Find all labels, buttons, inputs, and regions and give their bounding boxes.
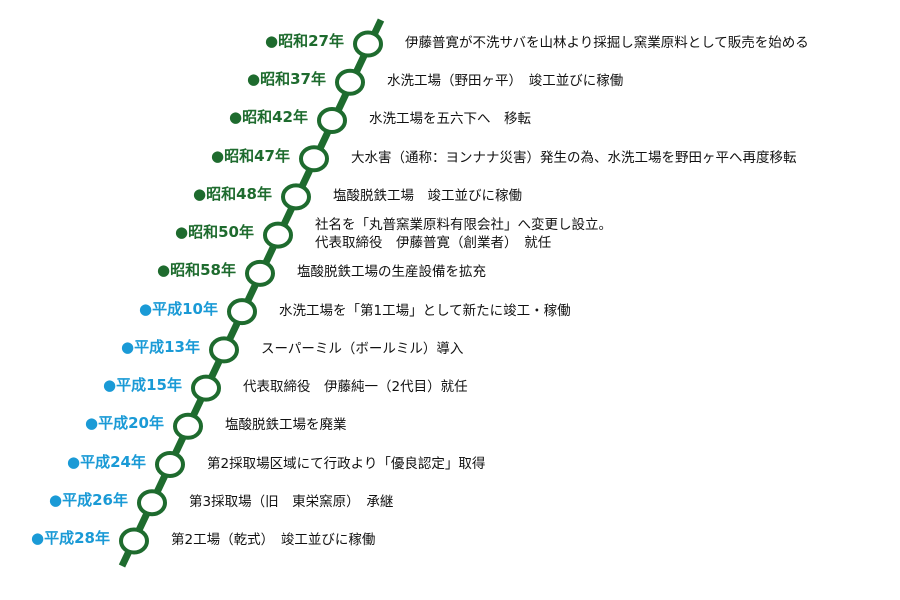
event-line: 第2採取場区域にて行政より「優良認定」取得 xyxy=(207,455,486,472)
event-description: 第2工場（乾式） 竣工並びに稼働 xyxy=(171,531,375,549)
year-label: ●昭和42年 xyxy=(229,108,308,126)
event-description: 第3採取場（旧 東栄窯原） 承継 xyxy=(189,493,393,511)
event-line: 伊藤普寛が不洗サバを山林より採掘し窯業原料として販売を始める xyxy=(405,35,809,51)
year-dot-icon: ● xyxy=(247,70,261,89)
event-description: 塩酸脱鉄工場 竣工並びに稼働 xyxy=(333,187,522,205)
event-line: 塩酸脱鉄工場の生産設備を拡充 xyxy=(297,264,486,281)
year-text: 昭和50年 xyxy=(188,223,254,242)
year-text: 平成13年 xyxy=(134,337,200,356)
event-line: 大水害（通称：ヨンナナ災害）発生の為、水洗工場を野田ヶ平へ再度移転 xyxy=(351,149,797,166)
year-text: 昭和27年 xyxy=(278,32,344,50)
timeline-node xyxy=(317,106,347,134)
year-text: 昭和58年 xyxy=(170,261,236,280)
year-label: ●昭和48年 xyxy=(193,185,272,203)
year-dot-icon: ● xyxy=(67,452,81,471)
event-description: スーパーミル（ボールミル）導入 xyxy=(261,340,463,358)
year-text: 昭和48年 xyxy=(206,184,272,203)
event-line: 塩酸脱鉄工場を廃業 xyxy=(225,417,347,434)
year-dot-icon: ● xyxy=(229,108,243,127)
event-description: 水洗工場を五六下へ 移転 xyxy=(369,110,531,128)
year-dot-icon: ● xyxy=(193,184,207,203)
year-label: ●平成26年 xyxy=(49,491,128,509)
year-text: 平成10年 xyxy=(152,299,218,318)
event-line: 社名を「丸普窯業原料有限会社」へ変更し設立。 xyxy=(315,217,612,234)
year-text: 平成15年 xyxy=(116,376,182,395)
year-label: ●平成24年 xyxy=(67,453,146,471)
event-line: 水洗工場を五六下へ 移転 xyxy=(369,111,531,128)
year-label: ●昭和37年 xyxy=(247,70,326,88)
year-label: ●平成13年 xyxy=(121,338,200,356)
event-line: 第2工場（乾式） 竣工並びに稼働 xyxy=(171,532,376,548)
year-text: 昭和37年 xyxy=(260,70,326,89)
year-label: ●平成10年 xyxy=(139,300,218,318)
year-label: ●昭和47年 xyxy=(211,147,290,165)
timeline-nodes xyxy=(119,30,383,555)
event-description: 代表取締役 伊藤純一（2代目）就任 xyxy=(243,378,468,396)
year-dot-icon: ● xyxy=(49,490,63,509)
timeline-node xyxy=(209,336,239,364)
event-line: 水洗工場（野田ヶ平） 竣工並びに稼働 xyxy=(387,73,624,90)
year-label: ●昭和27年 xyxy=(265,32,344,50)
event-line: 水洗工場を「第1工場」として新たに竣工・稼働 xyxy=(279,302,571,319)
year-dot-icon: ● xyxy=(211,146,225,165)
year-text: 昭和47年 xyxy=(224,146,290,165)
event-description: 大水害（通称：ヨンナナ災害）発生の為、水洗工場を野田ヶ平へ再度移転 xyxy=(351,149,797,167)
event-line: 代表取締役 伊藤純一（2代目）就任 xyxy=(243,379,468,396)
timeline-node xyxy=(191,374,221,402)
event-description: 社名を「丸普窯業原料有限会社」へ変更し設立。代表取締役 伊藤普寛（創業者） 就任 xyxy=(315,216,612,252)
year-dot-icon: ● xyxy=(103,376,117,395)
timeline-node xyxy=(155,451,185,479)
year-dot-icon: ● xyxy=(31,529,45,547)
year-dot-icon: ● xyxy=(157,261,171,280)
event-description: 水洗工場を「第1工場」として新たに竣工・稼働 xyxy=(279,302,571,320)
year-dot-icon: ● xyxy=(139,299,153,318)
year-label: ●平成28年 xyxy=(31,529,110,547)
year-label: ●平成20年 xyxy=(85,414,164,432)
event-description: 塩酸脱鉄工場を廃業 xyxy=(225,416,347,434)
timeline-node xyxy=(173,412,203,440)
timeline-node xyxy=(137,489,167,517)
event-description: 塩酸脱鉄工場の生産設備を拡充 xyxy=(297,263,486,281)
timeline-node xyxy=(299,145,329,173)
event-line: 代表取締役 伊藤普寛（創業者） 就任 xyxy=(315,235,552,252)
event-description: 伊藤普寛が不洗サバを山林より採掘し窯業原料として販売を始める xyxy=(405,34,809,52)
event-description: 第2採取場区域にて行政より「優良認定」取得 xyxy=(207,455,485,473)
year-text: 平成28年 xyxy=(44,529,110,547)
year-dot-icon: ● xyxy=(265,32,279,50)
year-text: 平成26年 xyxy=(62,490,128,509)
timeline-node xyxy=(353,30,383,58)
event-description: 水洗工場（野田ヶ平） 竣工並びに稼働 xyxy=(387,72,623,90)
year-label: ●平成15年 xyxy=(103,376,182,394)
timeline-node xyxy=(245,259,275,287)
year-text: 昭和42年 xyxy=(242,108,308,127)
event-line: 塩酸脱鉄工場 竣工並びに稼働 xyxy=(333,187,522,204)
year-text: 平成20年 xyxy=(98,414,164,433)
year-dot-icon: ● xyxy=(121,337,135,356)
year-label: ●昭和50年 xyxy=(175,223,254,241)
timeline-node xyxy=(119,527,149,555)
year-label: ●昭和58年 xyxy=(157,261,236,279)
timeline-node xyxy=(263,221,293,249)
timeline-node xyxy=(227,298,257,326)
timeline-node xyxy=(281,183,311,211)
timeline-node xyxy=(335,68,365,96)
year-dot-icon: ● xyxy=(175,223,189,242)
year-dot-icon: ● xyxy=(85,414,99,433)
year-text: 平成24年 xyxy=(80,452,146,471)
event-line: 第3採取場（旧 東栄窯原） 承継 xyxy=(189,493,394,510)
timeline-spine xyxy=(118,18,385,568)
event-line: スーパーミル（ボールミル）導入 xyxy=(261,340,464,357)
